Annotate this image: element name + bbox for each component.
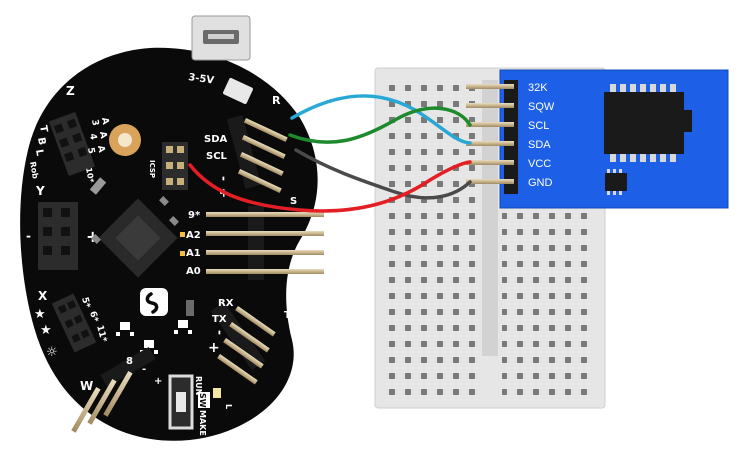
header-label: 5*	[79, 296, 92, 309]
header-letter-w: W	[80, 379, 93, 393]
r-header-label: -	[217, 176, 231, 181]
wire-vcc	[188, 160, 472, 213]
header-label: T	[37, 125, 49, 134]
t-header-label: +	[208, 340, 220, 356]
rtc-module: 32K SQW SCL SDA VCC GND	[466, 69, 729, 209]
usb-connector	[191, 15, 251, 61]
r-header-label: SCL	[206, 151, 228, 162]
header-letter-x: X	[38, 289, 48, 303]
header-label: 3	[89, 119, 100, 127]
module-pin-label: SCL	[528, 120, 549, 132]
wire-scl	[288, 106, 472, 144]
header-label: B	[35, 137, 47, 146]
t-header-label: -	[213, 330, 227, 335]
header-label: A	[97, 131, 108, 140]
module-pin-label: GND	[528, 177, 553, 189]
x-header	[51, 293, 97, 353]
header-label: A	[99, 117, 110, 126]
y-header-minus: -	[26, 229, 31, 243]
board-logo	[140, 288, 168, 316]
icsp-label: ICSP	[148, 160, 156, 178]
header-letter-y: Y	[35, 184, 45, 198]
s-header	[180, 206, 324, 280]
header-letter-t: T	[284, 310, 291, 321]
module-pin-label: 32K	[528, 82, 548, 94]
header-label: -	[142, 364, 146, 375]
module-pin-label: SQW	[528, 101, 555, 113]
header-label: L	[33, 149, 45, 158]
header-label: 4	[87, 133, 98, 141]
header-label: 8	[126, 356, 133, 367]
header-label: 5	[85, 147, 96, 155]
led-indicator	[213, 388, 221, 398]
controller-board: 3-5V Z T B L Rob 3	[20, 15, 324, 441]
t-header-label: RX	[218, 298, 234, 309]
module-pin-label: SDA	[528, 139, 551, 151]
sun-icon: ☼	[46, 345, 58, 360]
eeprom-chip	[605, 173, 627, 191]
y-header	[38, 202, 78, 270]
s-header-label: 9*	[188, 210, 201, 221]
led-label: L	[224, 404, 233, 409]
wire-gnd	[294, 148, 472, 200]
header-label: 10*	[84, 167, 96, 184]
svg-text:★: ★	[34, 307, 46, 322]
header-label: Rob	[28, 161, 40, 180]
gear-icon	[109, 124, 141, 156]
left-header	[48, 111, 96, 177]
s-header-label: A2	[186, 230, 201, 241]
header-letter-r: R	[272, 94, 281, 107]
usb-voltage-label: 3-5V	[188, 72, 215, 87]
t-header	[210, 301, 276, 385]
header-label: 6*	[87, 310, 100, 323]
header-letter-z: Z	[66, 84, 75, 98]
s-header-label: A1	[186, 248, 201, 259]
header-label: +	[154, 376, 162, 387]
run-make-switch[interactable]	[168, 374, 194, 430]
header-letter-s: S	[290, 196, 297, 207]
switch-sw-label: SW	[198, 393, 207, 408]
star-icon: ★ ★	[34, 307, 52, 338]
r-header-label: SDA	[204, 134, 228, 145]
wire-sda	[290, 94, 472, 145]
svg-text:★: ★	[40, 323, 52, 338]
breadboard-center-channel	[482, 80, 498, 356]
board-component	[89, 177, 107, 195]
rtc-chip	[604, 92, 684, 154]
board-resistor	[223, 78, 253, 104]
wires	[188, 94, 472, 213]
header-label: A	[95, 145, 106, 154]
w-header	[71, 346, 156, 433]
header-label: 11*	[94, 324, 108, 344]
board-component	[186, 300, 194, 316]
s-header-label: A0	[186, 266, 201, 277]
switch-run-label: RUN	[194, 376, 203, 395]
switch-make-label: MAKE	[198, 410, 207, 436]
t-header-label: TX	[212, 314, 227, 325]
module-pin-label: VCC	[528, 158, 551, 170]
icsp-header	[162, 142, 188, 190]
r-header	[226, 115, 288, 193]
